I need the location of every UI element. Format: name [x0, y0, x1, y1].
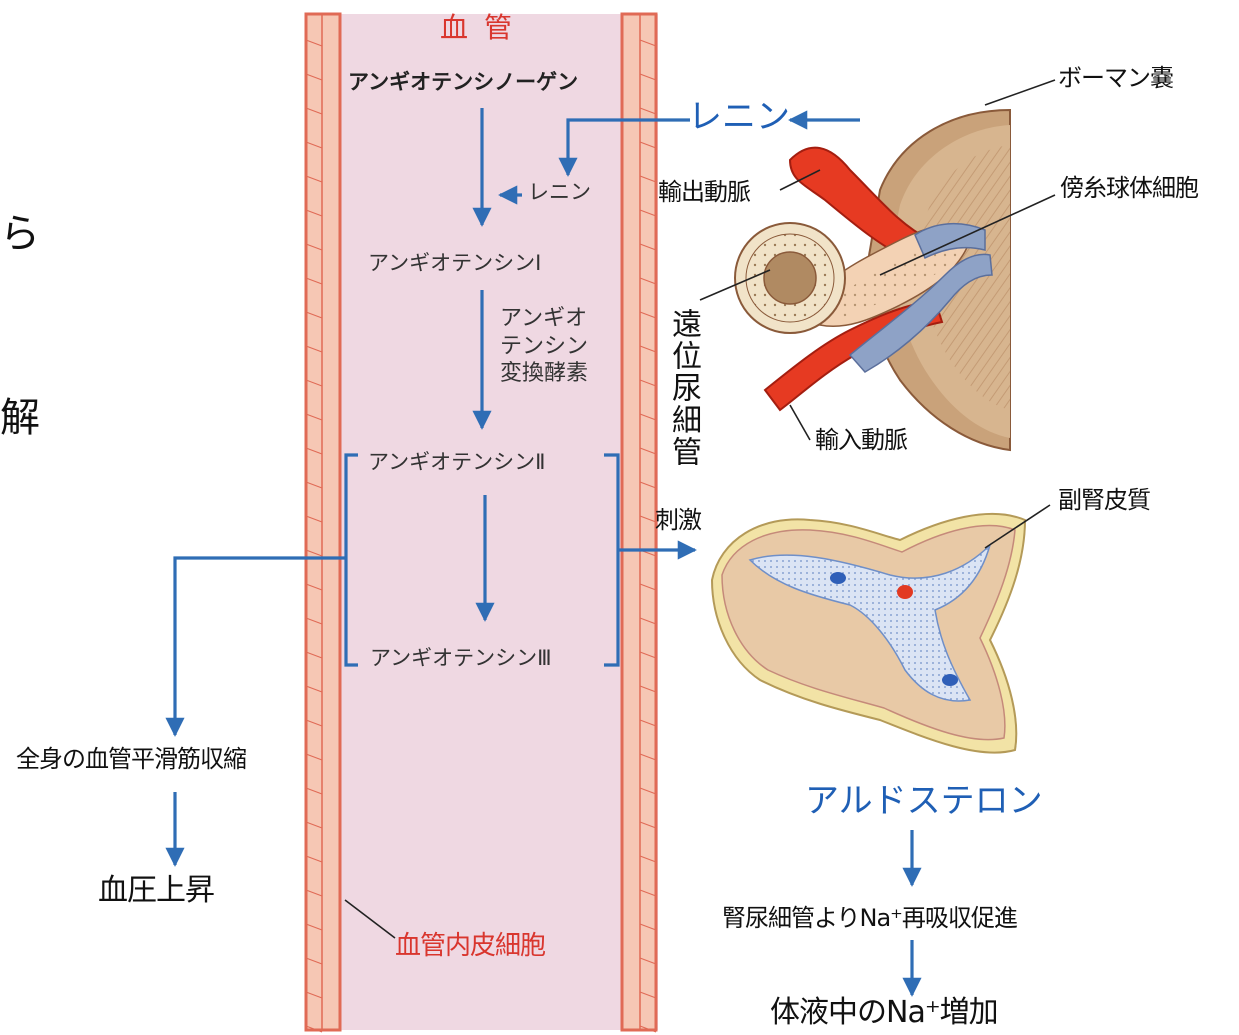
vascular-contraction-label: 全身の血管平滑筋収縮 — [16, 747, 246, 771]
endothelial-cell-label: 血管内皮細胞 — [395, 933, 545, 959]
aldosterone-label: アルドステロン — [805, 784, 1043, 818]
stimulus-label: 刺激 — [655, 508, 701, 532]
adrenal-cortex-label: 副腎皮質 — [1058, 488, 1150, 512]
juxtaglomerular-cell-label: 傍糸球体細胞 — [1060, 176, 1198, 200]
renin-label: レニン — [688, 100, 790, 134]
ace-label: アンギオ テンシン 変換酵素 — [500, 305, 588, 388]
angiotensin-3-label: アンギオテンシンⅢ — [370, 648, 552, 669]
angiotensinogen-label: アンギオテンシノーゲン — [348, 72, 578, 93]
bowman-capsule-label: ボーマン嚢 — [1058, 66, 1173, 90]
blood-pressure-rise-label: 血圧上昇 — [98, 876, 214, 906]
angiotensin-1-label: アンギオテンシンⅠ — [368, 253, 541, 274]
adrenal-cortex-illustration — [712, 514, 1025, 753]
afferent-artery-label: 輸入動脈 — [815, 428, 907, 452]
cut-off-text-mid: 解 — [0, 398, 40, 438]
na-increase-label: 体液中のNa⁺増加 — [770, 998, 998, 1028]
distal-tubule-label: 遠位尿細管 — [668, 308, 698, 468]
vessel-title: 血管 — [440, 14, 528, 42]
na-reabsorption-label: 腎尿細管よりNa⁺再吸収促進 — [722, 906, 1017, 930]
glomerulus-illustration — [735, 110, 1010, 450]
cut-off-text-top: ら — [0, 214, 40, 254]
renin-small-label: レニン — [528, 182, 591, 203]
angiotensin-2-label: アンギオテンシンⅡ — [368, 452, 546, 473]
efferent-artery-label: 輸出動脈 — [658, 180, 750, 204]
